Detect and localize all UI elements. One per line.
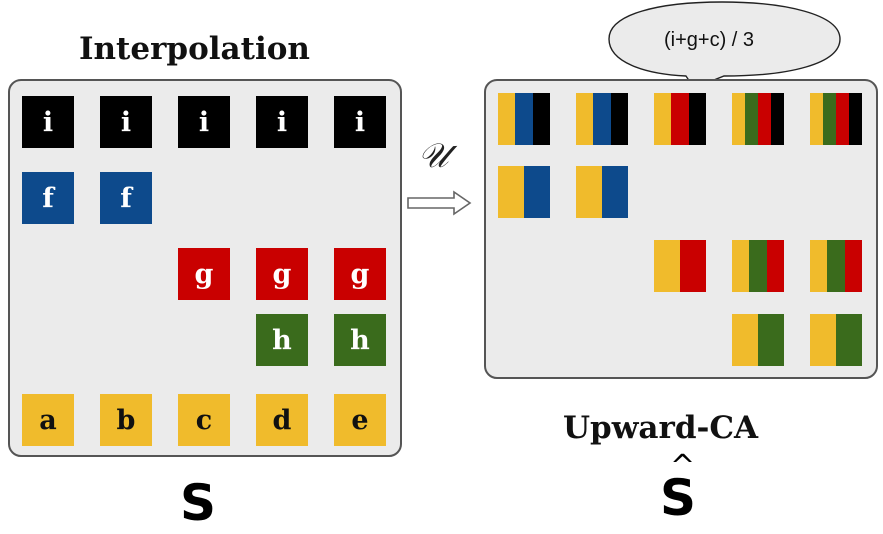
- color-stripe-green: [749, 240, 767, 292]
- color-stripe-red: [671, 93, 689, 145]
- color-stripe-black: [849, 93, 862, 145]
- color-stripe-yellow: [810, 314, 836, 366]
- tile-b: b: [100, 394, 152, 446]
- tile-c: c: [178, 394, 230, 446]
- color-stripe-blue: [515, 93, 533, 145]
- color-stripe-yellow: [576, 93, 593, 145]
- formula-speech-bubble: [608, 1, 841, 89]
- mixed-tile: [498, 93, 550, 145]
- mixed-tile: [732, 93, 784, 145]
- color-stripe-green: [823, 93, 836, 145]
- color-stripe-green: [836, 314, 862, 366]
- color-stripe-red: [836, 93, 849, 145]
- tile-g: g: [178, 248, 230, 300]
- tile-h: h: [256, 314, 308, 366]
- arrow-right-icon: [407, 190, 472, 216]
- s-hat-accent: ^: [670, 449, 696, 484]
- tile-e: e: [334, 394, 386, 446]
- mixed-tile: [810, 240, 862, 292]
- bubble-formula-text: (i+g+c) / 3: [664, 29, 755, 51]
- color-stripe-black: [611, 93, 628, 145]
- tile-h: h: [334, 314, 386, 366]
- left-caption-s: S: [180, 474, 217, 532]
- tile-f: f: [100, 172, 152, 224]
- color-stripe-blue: [524, 166, 550, 218]
- color-stripe-yellow: [654, 240, 680, 292]
- mixed-tile: [810, 93, 862, 145]
- color-stripe-yellow: [498, 166, 524, 218]
- color-stripe-red: [845, 240, 862, 292]
- color-stripe-yellow: [810, 93, 823, 145]
- tile-a: a: [22, 394, 74, 446]
- tile-i: i: [22, 96, 74, 148]
- mixed-tile: [654, 240, 706, 292]
- tile-g: g: [256, 248, 308, 300]
- color-stripe-green: [827, 240, 845, 292]
- mixed-tile: [810, 314, 862, 366]
- mixed-tile: [576, 93, 628, 145]
- upward-operator-symbol: 𝒰: [418, 136, 449, 176]
- color-stripe-green: [745, 93, 758, 145]
- color-stripe-blue: [593, 93, 611, 145]
- tile-d: d: [256, 394, 308, 446]
- tile-f: f: [22, 172, 74, 224]
- left-panel-title: Interpolation: [79, 31, 310, 67]
- right-panel-title: Upward-CA: [563, 410, 759, 446]
- color-stripe-yellow: [498, 93, 515, 145]
- tile-i: i: [100, 96, 152, 148]
- color-stripe-black: [689, 93, 706, 145]
- right-caption-s-hat: S: [660, 469, 697, 527]
- right-grid-panel: [484, 79, 878, 379]
- color-stripe-yellow: [732, 93, 745, 145]
- tile-i: i: [178, 96, 230, 148]
- color-stripe-black: [771, 93, 784, 145]
- tile-i: i: [334, 96, 386, 148]
- color-stripe-yellow: [732, 240, 749, 292]
- tile-i: i: [256, 96, 308, 148]
- color-stripe-yellow: [576, 166, 602, 218]
- mixed-tile: [732, 314, 784, 366]
- mixed-tile: [498, 166, 550, 218]
- mixed-tile: [654, 93, 706, 145]
- mixed-tile: [576, 166, 628, 218]
- color-stripe-black: [533, 93, 550, 145]
- tile-g: g: [334, 248, 386, 300]
- color-stripe-red: [680, 240, 706, 292]
- color-stripe-red: [767, 240, 784, 292]
- color-stripe-blue: [602, 166, 628, 218]
- mixed-tile: [732, 240, 784, 292]
- color-stripe-red: [758, 93, 771, 145]
- color-stripe-yellow: [654, 93, 671, 145]
- color-stripe-yellow: [732, 314, 758, 366]
- color-stripe-green: [758, 314, 784, 366]
- color-stripe-yellow: [810, 240, 827, 292]
